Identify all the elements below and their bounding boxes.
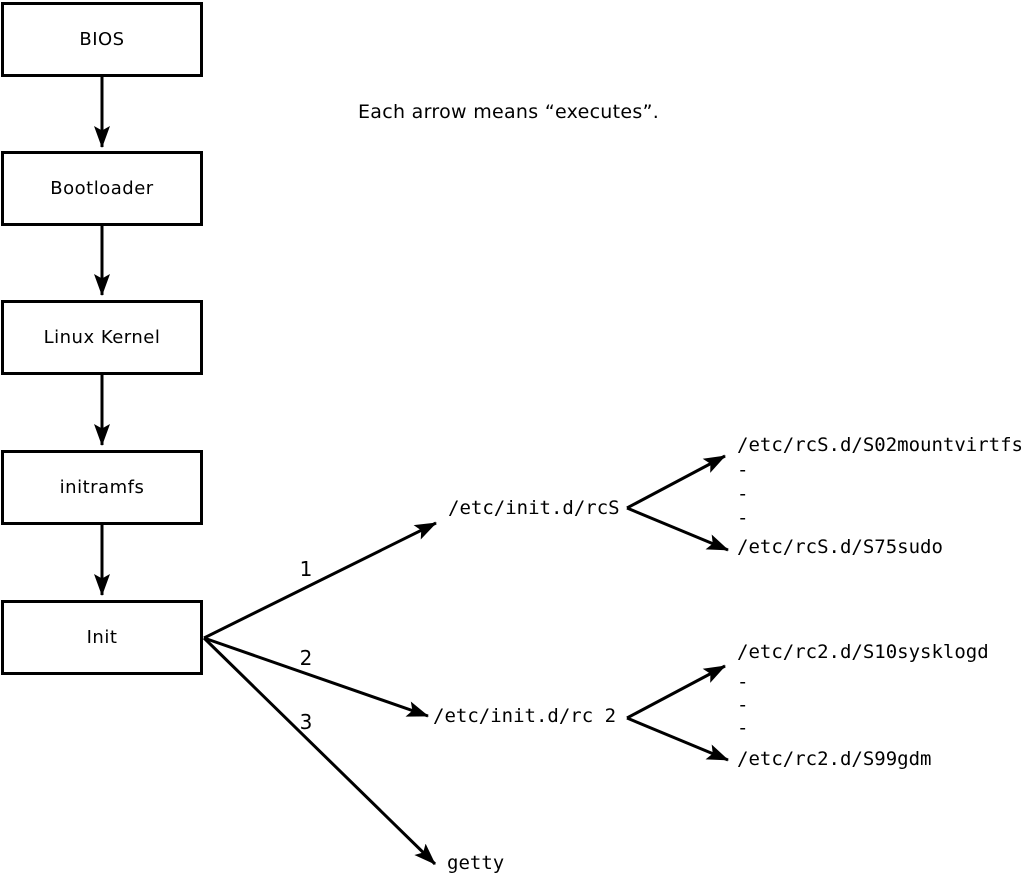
flow-box-init-label: Init [86, 627, 118, 648]
path-init-d-rcs: /etc/init.d/rcS [448, 497, 620, 519]
ellipsis-dash: - [737, 483, 749, 505]
legend-note: Each arrow means “executes”. [358, 101, 660, 123]
ellipsis-dash: - [737, 671, 749, 693]
executes-arrow-rcs-last [626, 506, 729, 552]
executes-arrow-rc2-last [626, 716, 729, 762]
ellipsis-dash: - [737, 694, 749, 716]
flow-box-init: Init [1, 600, 203, 675]
path-getty: getty [447, 852, 505, 874]
flow-box-bios-label: BIOS [79, 29, 125, 50]
ellipsis-dash: - [737, 507, 749, 529]
path-rcs-d-s75sudo: /etc/rcS.d/S75sudo [737, 536, 943, 558]
ellipsis-dash: - [737, 459, 749, 481]
path-init-d-rc2: /etc/init.d/rc 2 [433, 705, 617, 727]
path-rc2-d-s99gdm: /etc/rc2.d/S99gdm [737, 748, 932, 770]
flow-box-linux-kernel: Linux Kernel [1, 300, 203, 375]
ellipsis-dash: - [737, 717, 749, 739]
branch-number-2: 2 [299, 646, 313, 670]
path-rcs-d-s02mountvirtfs: /etc/rcS.d/S02mountvirtfs [737, 434, 1023, 456]
branch-number-1: 1 [299, 557, 313, 581]
flow-box-initramfs: initramfs [1, 450, 203, 525]
branch-number-3: 3 [299, 710, 313, 734]
executes-arrow-init-rc2 [203, 636, 429, 718]
executes-arrow-init-rcs [203, 521, 437, 640]
flow-box-bootloader: Bootloader [1, 151, 203, 226]
executes-arrow-rcs-first [626, 454, 726, 510]
flow-box-initramfs-label: initramfs [59, 477, 145, 498]
path-rc2-d-s10sysklogd: /etc/rc2.d/S10sysklogd [737, 641, 989, 663]
executes-arrow-init-getty [202, 636, 437, 866]
executes-arrow-rc2-first [626, 664, 726, 720]
flow-box-bootloader-label: Bootloader [50, 178, 154, 199]
flow-box-linux-kernel-label: Linux Kernel [43, 327, 161, 348]
flow-box-bios: BIOS [1, 2, 203, 77]
